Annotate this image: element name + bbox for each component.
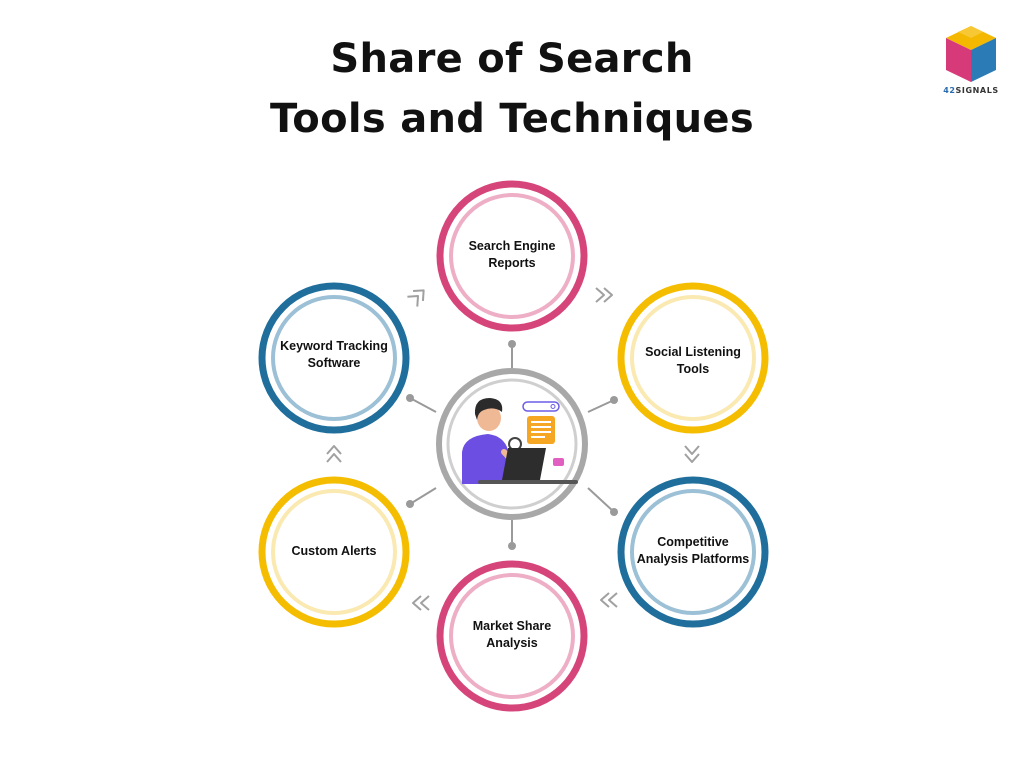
- double-chevron-icon: [412, 595, 430, 611]
- connector-line: [587, 487, 615, 513]
- page-title-line-2: Tools and Techniques: [270, 96, 754, 142]
- node-custom-alerts: [258, 476, 410, 628]
- center-illustration: [436, 368, 588, 520]
- connector-dot: [508, 340, 516, 348]
- node-inner-ring: [630, 489, 756, 615]
- double-chevron-icon: [326, 445, 342, 463]
- connector-line: [409, 487, 437, 505]
- node-keyword-tracking-software: [258, 282, 410, 434]
- node-market-share-analysis: [436, 560, 588, 712]
- connector-dot: [508, 542, 516, 550]
- node-social-listening-tools: [617, 282, 769, 434]
- connector-dot: [610, 396, 618, 404]
- double-chevron-icon: [600, 592, 618, 608]
- node-competitive-analysis-platforms: [617, 476, 769, 628]
- connector-dot: [406, 500, 414, 508]
- connector-dot: [610, 508, 618, 516]
- connector-dot: [406, 394, 414, 402]
- node-inner-ring: [271, 295, 397, 421]
- node-inner-ring: [449, 193, 575, 319]
- node-inner-ring: [630, 295, 756, 421]
- connector-line: [409, 397, 437, 413]
- node-search-engine-reports: [436, 180, 588, 332]
- double-chevron-icon: [407, 289, 425, 307]
- node-inner-ring: [271, 489, 397, 615]
- double-chevron-icon: [595, 287, 613, 303]
- 42signals-logo-icon: [946, 26, 996, 82]
- page-title-line-1: Share of Search: [330, 36, 694, 82]
- node-inner-ring: [449, 573, 575, 699]
- double-chevron-icon: [684, 445, 700, 463]
- logo-wordmark: 42SIGNALS: [943, 86, 999, 95]
- node-label-custom-alerts: Custom Alerts: [291, 544, 377, 558]
- connector-line: [587, 399, 615, 413]
